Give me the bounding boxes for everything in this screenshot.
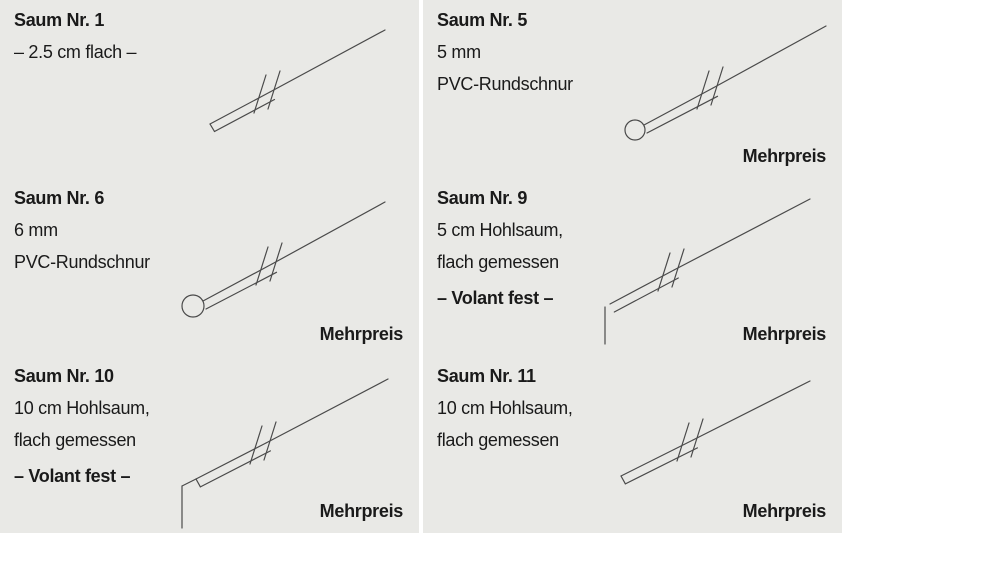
seam-desc-line: 10 cm Hohlsaum, [14, 398, 150, 418]
seam-title: Saum Nr. 1 [14, 10, 105, 30]
panel-text: Saum Nr. 11 10 cm Hohlsaum, flach gemess… [423, 356, 842, 451]
pvc-round-cord-hem-drawing [181, 201, 386, 318]
seam-title: Saum Nr. 10 [14, 366, 114, 386]
panel-text: Saum Nr. 10 10 cm Hohlsaum, flach gemess… [0, 356, 419, 487]
seam-title: Saum Nr. 9 [437, 188, 528, 208]
panel-text: Saum Nr. 5 5 mm PVC-Rundschnur [423, 0, 842, 95]
seam-desc-line: flach gemessen [437, 252, 559, 272]
seam-desc-line: – 2.5 cm flach – [14, 42, 137, 62]
seam-title: Saum Nr. 11 [437, 366, 536, 386]
volant-note: – Volant fest – [437, 288, 554, 308]
hem-options-sheet: Saum Nr. 1 – 2.5 cm flach – Saum Nr. 5 5… [0, 0, 842, 533]
seam-desc-line: PVC-Rundschnur [14, 252, 150, 272]
volant-note: – Volant fest – [14, 466, 131, 486]
seam-title: Saum Nr. 6 [14, 188, 105, 208]
pvc-round-cord-hem-drawing [624, 25, 827, 141]
seam-desc-line: 5 cm Hohlsaum, [437, 220, 563, 240]
seam-desc-line: 10 cm Hohlsaum, [437, 398, 573, 418]
surcharge-label: Mehrpreis [319, 324, 404, 344]
seam-panel-11: Saum Nr. 11 10 cm Hohlsaum, flach gemess… [423, 356, 842, 533]
seam-panel-5: Saum Nr. 5 5 mm PVC-Rundschnur Mehrpreis [423, 0, 842, 178]
hollow-hem-volant-drawing [181, 378, 389, 529]
seam-desc-line: PVC-Rundschnur [437, 74, 573, 94]
seam-desc-line: 5 mm [437, 42, 481, 62]
seam-panel-1: Saum Nr. 1 – 2.5 cm flach – [0, 0, 419, 178]
hollow-hem-volant-drawing [604, 198, 811, 345]
panel-text: Saum Nr. 9 5 cm Hohlsaum, flach gemessen… [423, 178, 842, 309]
surcharge-label: Mehrpreis [319, 501, 404, 521]
panel-text: Saum Nr. 1 – 2.5 cm flach – [0, 0, 419, 63]
seam-desc-line: 6 mm [14, 220, 58, 240]
seam-panel-10: Saum Nr. 10 10 cm Hohlsaum, flach gemess… [0, 356, 419, 533]
surcharge-label: Mehrpreis [742, 324, 827, 344]
seam-panel-6: Saum Nr. 6 6 mm PVC-Rundschnur Mehrpreis [0, 178, 419, 356]
hollow-hem-drawing [620, 380, 811, 485]
seam-title: Saum Nr. 5 [437, 10, 528, 30]
panel-text: Saum Nr. 6 6 mm PVC-Rundschnur [0, 178, 419, 273]
surcharge-label: Mehrpreis [742, 501, 827, 521]
surcharge-label: Mehrpreis [742, 146, 827, 166]
seam-panel-9: Saum Nr. 9 5 cm Hohlsaum, flach gemessen… [423, 178, 842, 356]
seam-desc-line: flach gemessen [14, 430, 136, 450]
flat-hem-drawing [209, 29, 386, 133]
seam-desc-line: flach gemessen [437, 430, 559, 450]
